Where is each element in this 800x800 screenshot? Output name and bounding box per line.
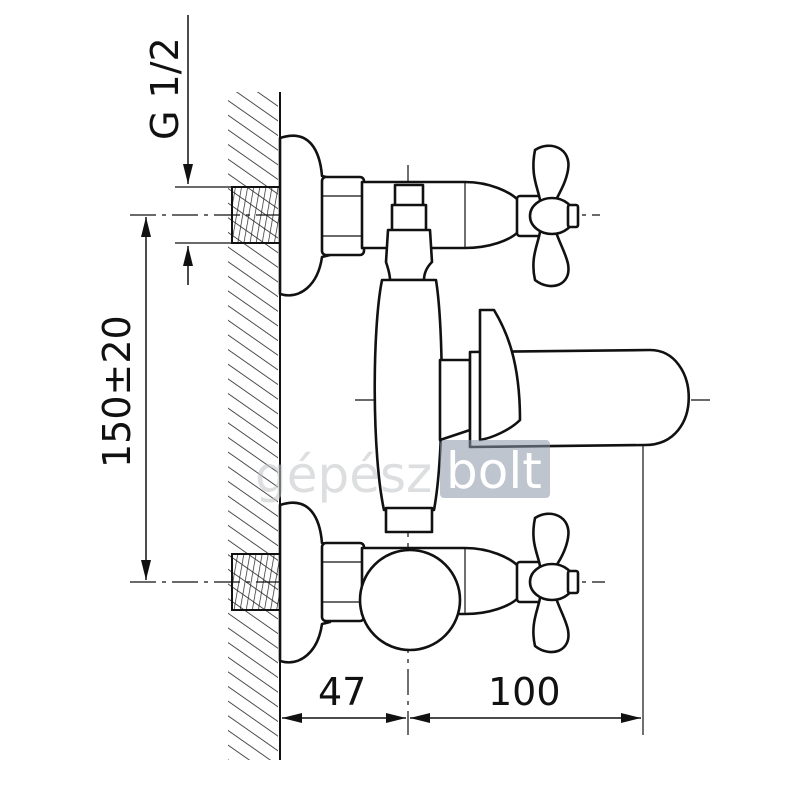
diverter-body bbox=[358, 548, 462, 652]
watermark-left-text: gépész bbox=[255, 446, 432, 504]
dimension-thread-label: G 1/2 bbox=[143, 37, 187, 140]
vertical-column bbox=[373, 203, 444, 534]
dimension-thread: G 1/2 bbox=[143, 15, 232, 285]
spout bbox=[438, 308, 690, 449]
dimension-wall-offset-label: 47 bbox=[318, 670, 366, 714]
watermark-badge bbox=[440, 440, 550, 498]
watermark-right-text: bolt bbox=[446, 442, 542, 500]
dimension-spout-reach: 100 bbox=[410, 445, 644, 735]
dimension-wall-offset: 47 bbox=[279, 660, 406, 735]
hex-nut-top bbox=[320, 175, 366, 257]
cross-handle-bottom bbox=[515, 512, 580, 654]
hex-nut-bottom bbox=[320, 541, 366, 623]
top-body bbox=[360, 180, 520, 250]
dimension-spacing-label: 150±20 bbox=[95, 315, 139, 468]
dimension-spacing: 150±20 bbox=[95, 217, 151, 580]
dimension-spout-reach-label: 100 bbox=[488, 670, 561, 714]
cross-handle-top bbox=[515, 144, 580, 288]
watermark: gépész bolt bbox=[255, 440, 550, 504]
